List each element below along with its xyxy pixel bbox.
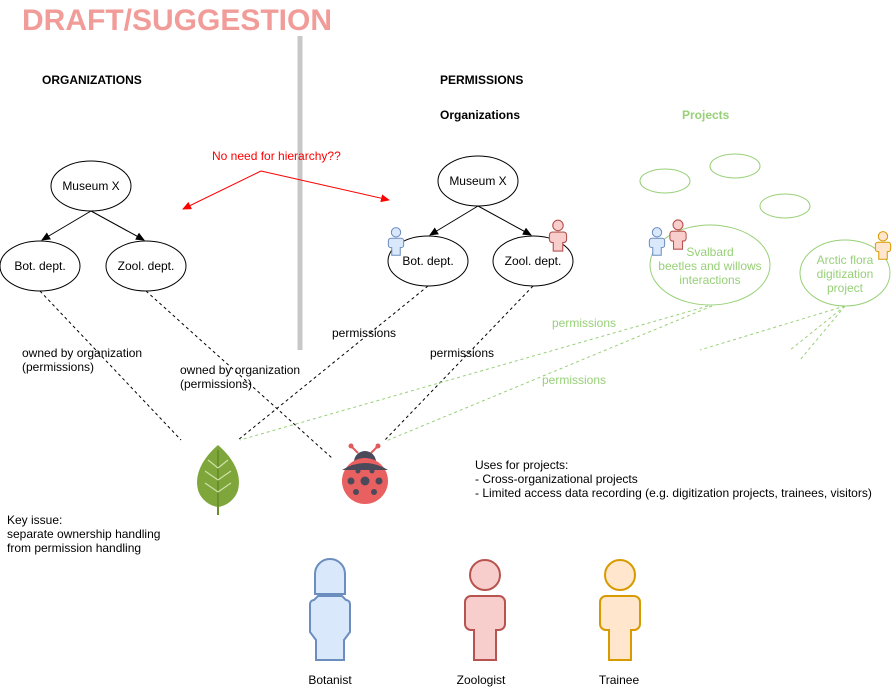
leaf-icon [197,445,239,515]
bot-dept-label-left: Bot. dept. [14,259,66,273]
museum-label-right: Museum X [449,174,507,188]
project-svalbard-label: Svalbard beetles and willows interaction… [658,245,762,287]
botanist-label: Botanist [308,673,352,687]
key-issue-note: Key issue: separate ownership handling f… [7,513,161,555]
permissions-heading: PERMISSIONS [440,73,524,87]
botanist-figure [309,558,351,661]
draft-title: DRAFT/SUGGESTION [22,4,333,37]
trainee-figure [599,559,641,661]
permissions-label-project-1: permissions [552,316,617,330]
owned-line-bot [39,290,182,441]
red-arrow-right [260,170,390,203]
zool-dept-label-right: Zool. dept. [504,254,562,268]
edge-museum-zool-right [477,205,532,236]
red-arrow-left [182,170,262,210]
perm-line-zool [383,285,534,442]
organizations-heading: ORGANIZATIONS [42,73,142,87]
project-ellipse-small-2[interactable] [709,153,761,179]
proj-perm-line-5 [799,305,846,361]
proj-perm-line-4 [789,305,846,351]
zool-dept-label-left: Zool. dept. [117,259,175,273]
edge-museum-bot-left [41,210,92,241]
permissions-label-bot: permissions [332,326,397,340]
perm-line-bot [237,285,429,441]
no-hierarchy-note: No need for hierarchy?? [212,149,341,163]
bot-dept-label-right: Bot. dept. [402,254,454,268]
trainee-label: Trainee [598,673,640,687]
edge-museum-bot-right [429,205,479,236]
ladybug-icon [342,443,388,504]
perm-projects-heading: Projects [682,108,730,122]
museum-label-left: Museum X [62,179,120,193]
project-ellipse-small-1[interactable] [639,168,691,194]
zoologist-label: Zoologist [456,673,506,687]
proj-perm-line-1 [239,305,709,441]
project-ellipse-small-3[interactable] [759,193,811,219]
project-arctic-label: Arctic flora digitization project [816,253,874,295]
owned-label-zool: owned by organization (permissions) [180,363,301,391]
perm-organizations-heading: Organizations [440,108,521,122]
permissions-label-project-2: permissions [542,373,607,387]
owned-label-bot: owned by organization (permissions) [22,346,143,374]
proj-perm-line-3 [699,305,846,351]
zoologist-figure [464,559,506,661]
edge-museum-zool-left [90,210,145,241]
permissions-label-zool: permissions [430,346,495,360]
proj-perm-line-2 [385,305,713,442]
uses-for-projects-note: Uses for projects: - Cross-organizationa… [475,458,872,500]
